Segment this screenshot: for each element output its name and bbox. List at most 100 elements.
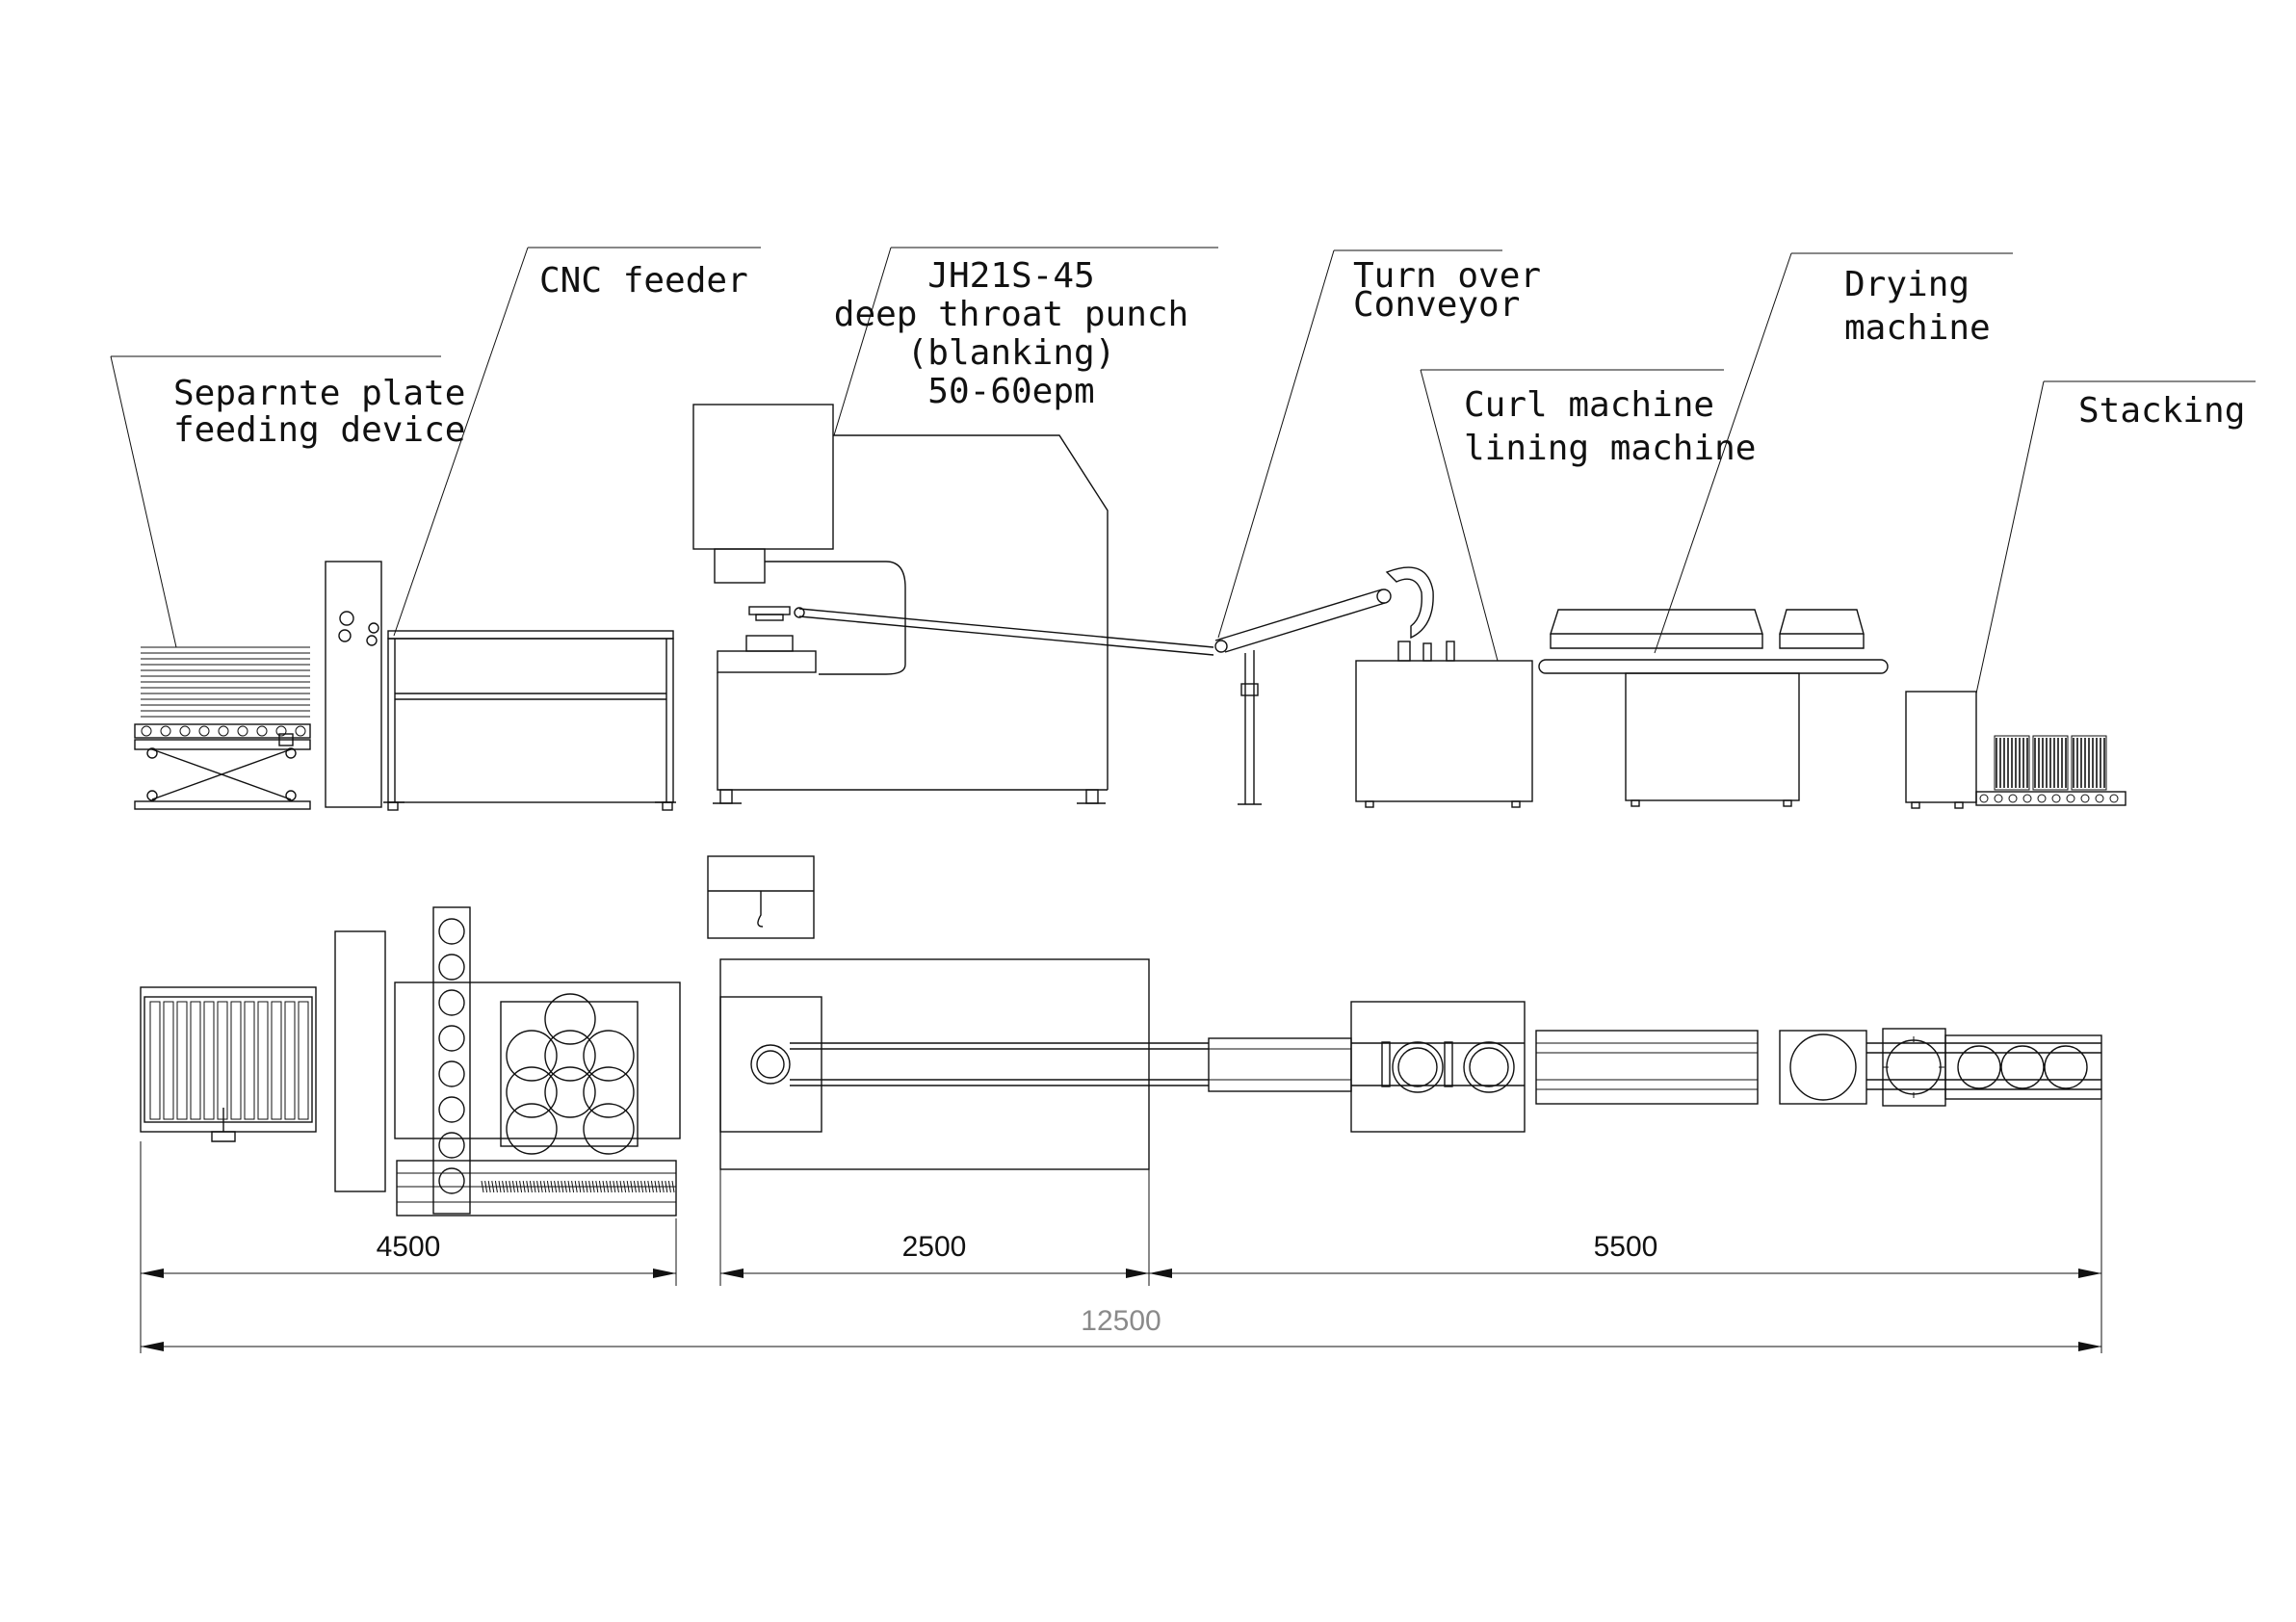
thread-tick [567, 1180, 571, 1193]
thread-tick [509, 1180, 512, 1193]
stacking-elevation [1905, 691, 2126, 809]
thread-tick [561, 1180, 564, 1193]
roller [275, 725, 287, 737]
dimension-arrows [141, 1269, 2101, 1351]
conveyor-slat [298, 1001, 309, 1120]
rail-circle [438, 1060, 465, 1087]
punch-elevation [692, 404, 1214, 804]
thread-tick [595, 1180, 599, 1193]
conveyor-slat [271, 1001, 282, 1120]
label-drying-line1: Drying [1844, 265, 1970, 304]
stack-frame [2071, 735, 2107, 791]
thread-tick [581, 1180, 585, 1193]
thread-tick [543, 1180, 547, 1193]
label-curl-line1: Curl machine [1464, 385, 1714, 425]
thread-tick [511, 1180, 515, 1193]
thread-tick [665, 1180, 668, 1193]
thread-tick [623, 1180, 627, 1193]
stack-roller [2095, 794, 2104, 803]
stacking-plan [1944, 1034, 2102, 1100]
thread-tick [546, 1180, 550, 1193]
rail-circle [438, 954, 465, 981]
conveyor-slat [190, 1001, 201, 1120]
thread-tick [554, 1180, 558, 1193]
blank-disc [506, 1103, 558, 1155]
label-punch-line2: deep throat punch [834, 295, 1188, 334]
dimension-12500: 12500 [1081, 1305, 1161, 1337]
callout-leaders [110, 247, 2256, 694]
cabinet-plan [334, 930, 386, 1192]
thread-tick [640, 1180, 644, 1193]
stack-roller [1979, 794, 1989, 803]
stack-roller [2008, 794, 2018, 803]
thread-tick [487, 1180, 491, 1193]
thread-tick [563, 1180, 567, 1193]
thread-tick [502, 1180, 506, 1193]
thread-tick [647, 1180, 651, 1193]
curl-machine-elevation [1355, 641, 1533, 808]
plan-view [140, 855, 2102, 1216]
rail-circle [438, 989, 465, 1016]
label-curl-line2: lining machine [1464, 429, 1756, 468]
roller [198, 725, 210, 737]
label-punch-line4: 50-60epm [927, 372, 1094, 411]
thread-tick [578, 1180, 582, 1193]
roller [295, 725, 306, 737]
control-cabinet-elevation [325, 561, 382, 808]
thread-tick [574, 1180, 578, 1193]
thread-tick [505, 1180, 509, 1193]
thread-tick [609, 1180, 613, 1193]
blank-disc [506, 1030, 558, 1082]
roller [141, 725, 152, 737]
thread-tick [643, 1180, 647, 1193]
thread-tick [658, 1180, 662, 1193]
thread-tick [602, 1180, 606, 1193]
dimension-4500: 4500 [377, 1231, 441, 1263]
stack-roller [2080, 794, 2090, 803]
blank-disc [583, 1103, 635, 1155]
thread-tick [637, 1180, 640, 1193]
plate-feeder-elevation [134, 646, 311, 810]
label-cnc-feeder: CNC feeder [539, 261, 748, 301]
thread-tick [484, 1180, 488, 1193]
rail-circle [438, 1132, 465, 1159]
roller [160, 725, 171, 737]
conveyor-slat [203, 1001, 215, 1120]
conveyor-slat [230, 1001, 242, 1120]
thread-tick [613, 1180, 616, 1193]
thread-tick [481, 1180, 484, 1193]
drying-plan [1535, 1028, 2101, 1107]
thread-tick [591, 1180, 595, 1193]
cnc-feeder-plan [394, 906, 681, 1216]
blank-disc [583, 1066, 635, 1118]
conveyor-slat [176, 1001, 188, 1120]
thread-tick [661, 1180, 665, 1193]
thread-tick [519, 1180, 523, 1193]
rail-circle [438, 1096, 465, 1123]
thread-tick [630, 1180, 634, 1193]
drying-machine-elevation [1538, 609, 1889, 807]
conveyor-slat [257, 1001, 269, 1120]
blank-disc [544, 1030, 596, 1082]
plate-feeder-plan [140, 986, 317, 1142]
thread-tick [515, 1180, 519, 1193]
punch-plan [707, 855, 1209, 1170]
stack-roller [2037, 794, 2047, 803]
thread-tick [550, 1180, 554, 1193]
stack-roller [1994, 794, 2003, 803]
thread-tick [588, 1180, 592, 1193]
thread-tick [498, 1180, 502, 1193]
thread-tick [619, 1180, 623, 1193]
blank-disc [544, 1066, 596, 1118]
thread-tick [494, 1180, 498, 1193]
conveyor-slat [217, 1001, 228, 1120]
rail-circle [438, 1167, 465, 1194]
roller [218, 725, 229, 737]
dimension-5500: 5500 [1594, 1231, 1658, 1263]
rail-circle [438, 918, 465, 945]
thread-tick [598, 1180, 602, 1193]
thread-tick [626, 1180, 630, 1193]
conveyor-slat [149, 1001, 161, 1120]
label-drying-line2: machine [1844, 308, 1991, 348]
thread-tick [650, 1180, 654, 1193]
